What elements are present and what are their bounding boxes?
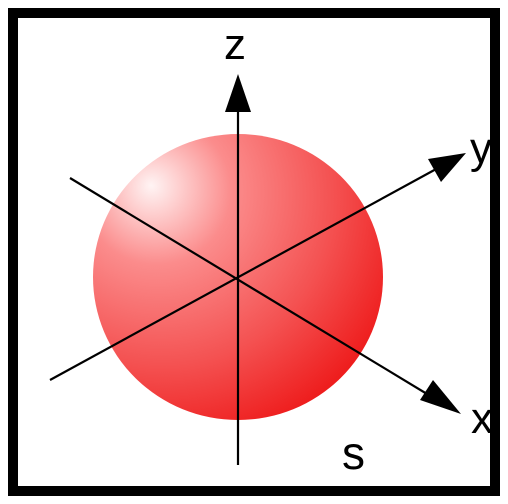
y-axis-label: y bbox=[470, 124, 492, 173]
x-axis-line bbox=[69, 177, 433, 398]
x-axis-label: x bbox=[471, 394, 493, 443]
z-axis-arrowhead bbox=[225, 74, 251, 112]
y-axis-line bbox=[49, 167, 439, 381]
axes bbox=[49, 108, 439, 465]
z-axis-label: z bbox=[224, 20, 246, 69]
x-axis-arrowhead bbox=[420, 380, 461, 414]
orbital-label: s bbox=[342, 427, 365, 479]
y-axis-arrowhead bbox=[428, 153, 466, 182]
